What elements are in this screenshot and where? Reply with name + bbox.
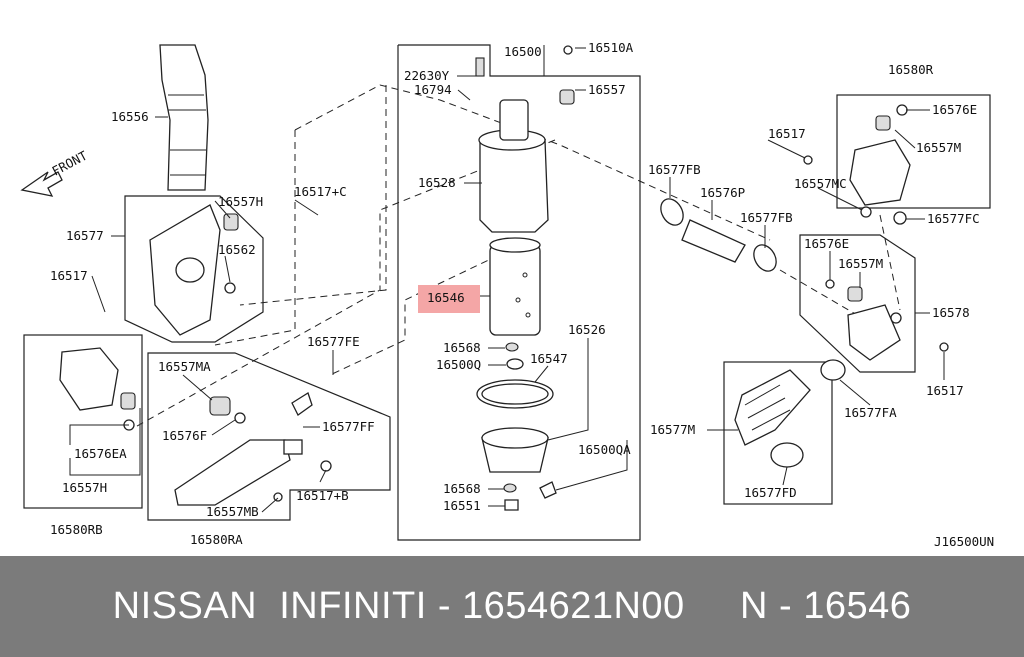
part-label: 16577M	[650, 422, 695, 437]
group-box-16500	[397, 44, 641, 541]
group-box-16578	[799, 234, 916, 373]
part-label: 16576E	[804, 236, 849, 251]
part-label: 16500Q	[436, 357, 481, 372]
part-label: 16577	[66, 228, 104, 243]
connection-line	[329, 244, 521, 376]
part-label: 16577FB	[740, 210, 793, 225]
part-label: 16557MC	[794, 176, 847, 191]
part-label: 16557M	[838, 256, 883, 271]
connection-line	[879, 214, 901, 311]
group-box-16580R	[836, 94, 991, 209]
part-label: 16517+B	[296, 488, 349, 503]
group-box-16577M	[723, 361, 833, 505]
connection-line	[214, 130, 296, 346]
part-label: 16577FD	[744, 485, 797, 500]
front-label: FRONT	[49, 148, 90, 179]
part-label: 22630Y	[404, 68, 450, 83]
part-label: 16794	[414, 82, 452, 97]
part-label: 16577FB	[648, 162, 701, 177]
part-label: 16526	[568, 322, 606, 337]
connection-line	[239, 85, 387, 306]
part-label: 16547	[530, 351, 568, 366]
group-box-16580RB	[23, 334, 143, 509]
hose-16576P	[660, 198, 777, 272]
part-label: 16557MB	[206, 504, 259, 519]
bracket-16580R	[803, 104, 911, 225]
part-label: 16580RB	[50, 522, 103, 537]
filter-element-16546	[489, 237, 541, 370]
part-label: 16580RA	[190, 532, 243, 547]
part-label: 16500QA	[578, 442, 631, 457]
part-label: 16551	[443, 498, 481, 513]
part-label: 16577FA	[844, 405, 897, 420]
hose-16577M	[734, 359, 846, 468]
bracket-16580RB	[59, 347, 136, 431]
part-label: 16578	[932, 305, 970, 320]
connection-line	[294, 84, 771, 241]
part-label: 16517	[926, 383, 964, 398]
connection-line	[129, 139, 556, 431]
part-label: 16556	[111, 109, 149, 124]
part-labels: 16500 16510A 22630Y 16794 16557 16528 16…	[50, 40, 994, 549]
part-label: 16528	[418, 175, 456, 190]
diagram-code: J16500UN	[934, 534, 994, 549]
part-number-text: NISSAN INFINITI - 1654621N00 N - 16546	[112, 585, 912, 627]
exploded-parts-diagram: FRONT	[20, 40, 994, 549]
part-label: 16557H	[218, 194, 263, 209]
group-box-16580RA	[147, 352, 391, 521]
part-label: 16517	[50, 268, 88, 283]
part-label: 16517+C	[294, 184, 347, 199]
part-label: 16577FC	[927, 211, 980, 226]
bracket-16580RA	[174, 392, 332, 506]
part-label: 16517	[768, 126, 806, 141]
part-label: 16557	[588, 82, 626, 97]
part-label: 16557MA	[158, 359, 211, 374]
part-label: 16557H	[62, 480, 107, 495]
part-label: 16576E	[932, 102, 977, 117]
bowl-16526	[481, 427, 557, 511]
highlight-box	[418, 285, 480, 313]
part-label: 16562	[218, 242, 256, 257]
part-label: 16568	[443, 340, 481, 355]
resonator-16577	[149, 204, 239, 336]
part-label-highlighted: 16546	[427, 290, 465, 305]
hose-16578	[825, 279, 949, 361]
part-label: 16500	[504, 44, 542, 59]
part-label: 16576P	[700, 185, 745, 200]
part-label: 16510A	[588, 40, 634, 55]
part-label: 16576F	[162, 428, 207, 443]
part-label: 16576EA	[74, 446, 127, 461]
leader-lines	[69, 45, 945, 513]
front-arrow-icon: FRONT	[20, 148, 90, 197]
gasket-16547	[476, 379, 554, 409]
part-label: 16557M	[916, 140, 961, 155]
group-box-16577	[124, 195, 264, 343]
part-label: 16568	[443, 481, 481, 496]
part-label: 16577FF	[322, 419, 375, 434]
intake-duct-16556	[159, 44, 209, 191]
part-label: 16580R	[888, 62, 934, 77]
part-number-footer: NISSAN INFINITI - 1654621N00 N - 16546	[0, 556, 1024, 657]
part-label: 16577FE	[307, 334, 360, 349]
air-cleaner-16528	[475, 45, 575, 233]
